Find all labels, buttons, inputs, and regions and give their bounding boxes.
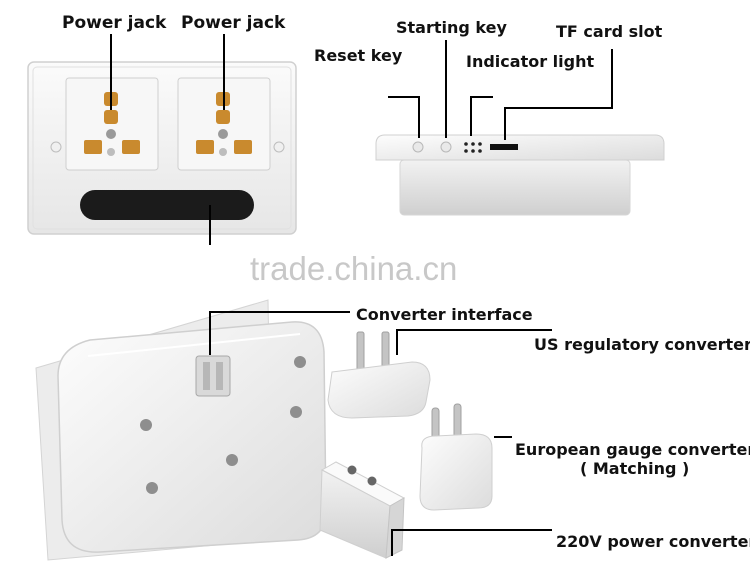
camera-window [80,190,254,220]
starting-key [440,141,452,153]
indicator-lights [464,142,482,153]
tf-card-slot-label: TF card slot [556,22,663,41]
us-converter-label: US regulatory converter [534,335,750,354]
starting-key-label: Starting key [396,18,507,37]
converter-interface-label: Converter interface [356,305,533,324]
indicator-light-label: Indicator light [466,52,594,71]
front-panel [27,61,297,235]
back-panel-device [35,299,327,561]
european-gauge-converter [419,403,493,511]
eu-converter-label: European gauge converter [515,440,750,459]
power-jack-left-socket [65,77,159,171]
watermark: trade.china.cn [250,250,457,287]
reset-key [412,141,424,153]
side-view-device [375,134,665,216]
us-regulatory-converter [327,331,431,419]
power-converter-220v-label: 220V power converter [556,532,750,551]
eu-converter-note: ( Matching ) [580,459,689,478]
power-converter-220v [319,461,406,559]
power-jack-right-label: Power jack [181,13,286,33]
converter-interface-port [195,355,231,397]
power-jack-left-label: Power jack [62,13,167,33]
tf-card-slot [490,144,518,150]
reset-key-label: Reset key [314,46,403,65]
power-jack-right-socket [177,77,271,171]
